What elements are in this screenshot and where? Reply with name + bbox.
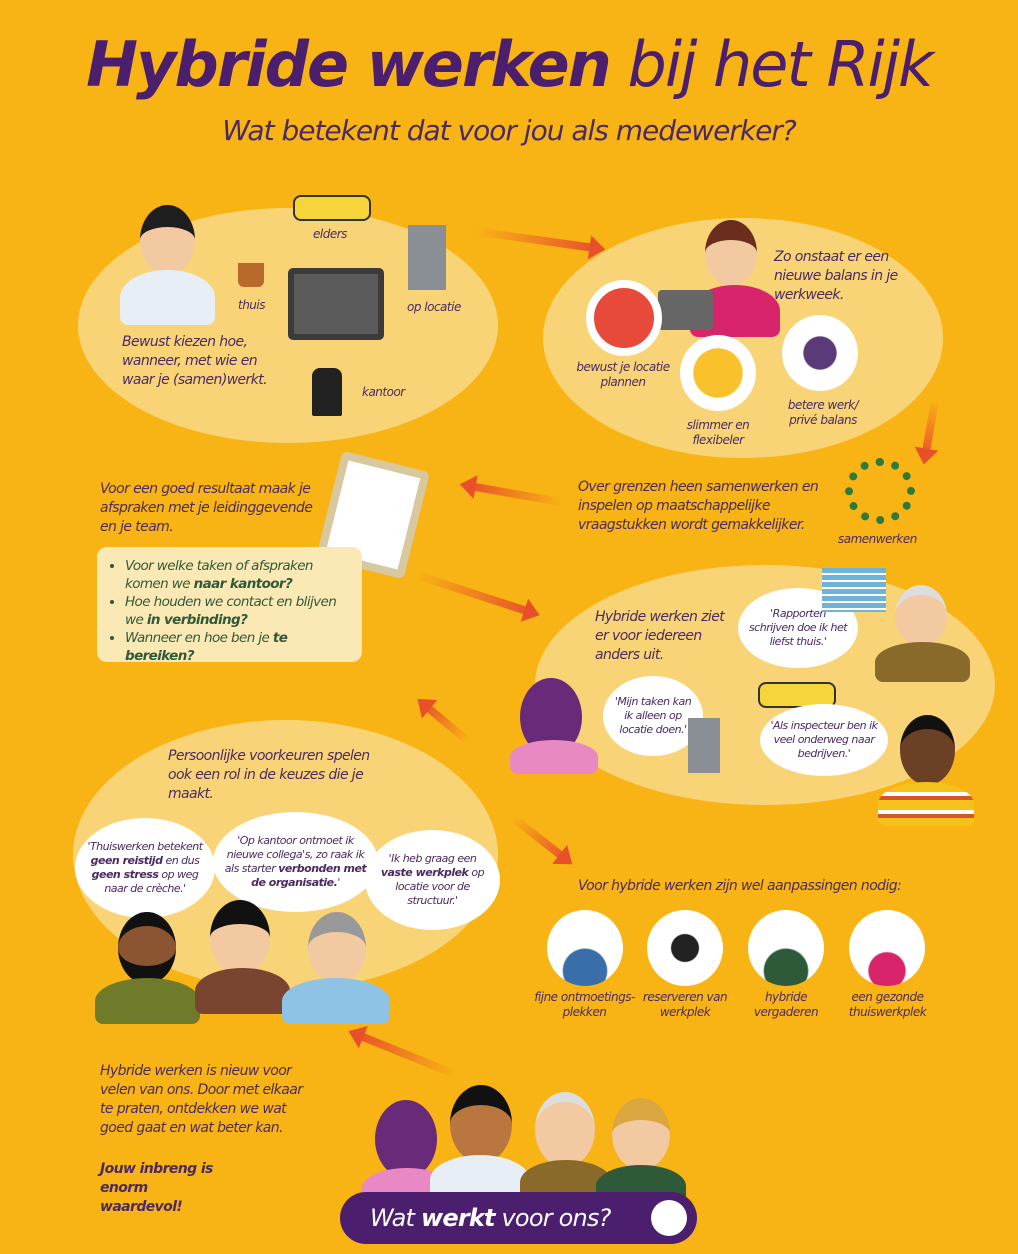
s7-text: Voor hybride werken zijn wel aanpassinge… [578,878,902,894]
quote-bubble: 'Thuiswerken betekent geen reistijd en d… [75,818,215,918]
s1-text: Bewust kiezen hoe, wanneer, met wie en w… [122,334,268,388]
label-slimmer: slimmer en flexibeler [686,418,750,447]
label-op-locatie: op locatie [407,300,461,314]
person-body [878,782,974,826]
s8-bold: Jouw inbreng is enorm waardevol! [100,1161,213,1215]
label-samenwerken: samenwerken [838,532,917,546]
quote-bubble: 'Ik heb graag een vaste werkplek op loca… [365,830,500,930]
person-man-icon [450,1085,512,1163]
balance-scale-icon [782,315,858,391]
person-body [875,642,970,682]
s4-text: Voor een goed resultaat maak je afsprake… [100,481,313,535]
cta-bold: werkt [420,1204,496,1232]
calendar-icon [586,280,662,356]
collaboration-icon [845,458,915,524]
person-body [510,740,598,774]
arrow-6 [509,814,571,864]
office-chair-icon [312,368,342,416]
quote-bubble: 'Op kantoor ontmoet ik nieuwe collega's,… [213,812,378,912]
arrow-7 [352,1029,458,1079]
agreements-box: Voor welke taken of afspraken komen we n… [97,547,362,665]
person-body [120,270,215,325]
item-label: een gezonde thuiswerkplek [848,990,927,1019]
arrow-5 [419,699,471,745]
arrow-2 [920,398,940,460]
laptop-icon [658,290,713,330]
person-woman-icon [705,220,757,286]
person-body [282,978,390,1024]
office-chair-reserve-icon [647,910,723,986]
title-light: bij het Rijk [627,28,933,101]
bullet-item: Wanneer en hoe ben je te bereiken? [125,629,352,665]
label-plannen: bewust je locatie plannen [576,360,670,389]
person-old-man-icon [535,1092,595,1167]
home-workplace-icon [849,910,925,986]
label-kantoor: kantoor [362,385,405,399]
label-thuis: thuis [238,298,266,312]
cta-button[interactable]: Wat werkt voor ons? [340,1192,697,1244]
quote-bubble: 'Mijn taken kan ik alleen op locatie doe… [603,676,703,756]
hybrid-meeting-icon [748,910,824,986]
s2-text: Zo onstaat er een nieuwe balans in je we… [774,249,898,303]
item-label: fijne ontmoetings-plekken [534,990,635,1019]
arrow-3 [465,481,565,507]
s8-text: Hybride werken is nieuw voor velen van o… [100,1063,303,1136]
page-title: Hybride werken bij het Rijk [0,28,1018,101]
person-blonde-woman-icon [612,1098,670,1170]
person-woman-icon [210,900,270,975]
label-balans: betere werk/ privé balans [787,398,859,427]
person-hijab-woman-icon [375,1100,437,1178]
books-icon [822,568,886,612]
laptop-video-call-icon [288,268,384,340]
s3-text: Over grenzen heen samenwerken en inspele… [578,479,819,533]
person-body [95,978,200,1024]
s5-text: Hybride werken ziet er voor iedereen and… [595,609,725,663]
plant-icon [238,263,264,287]
bullet-item: Voor welke taken of afspraken komen we n… [125,557,352,593]
taxi-icon [293,195,371,221]
arrow-1 [475,227,600,253]
label-elders: elders [313,227,347,241]
toggle-circle-icon [651,1200,687,1236]
item-label: reserveren van werkplek [642,990,728,1019]
person-man-icon [140,205,195,275]
subtitle: Wat betekent dat voor jou als medewerker… [222,114,796,147]
item-label: hybride vergaderen [753,990,819,1019]
cta-pre: Wat [370,1204,421,1232]
bullet-item: Hoe houden we contact en blijven we in v… [125,593,352,629]
building-icon [688,718,720,773]
quote-bubble: 'Rapporten schrijven doe ik het liefst t… [738,588,858,668]
cta-post: voor ons? [494,1204,612,1232]
meeting-places-icon [547,910,623,986]
person-body [195,968,290,1014]
arrow-4 [413,570,536,618]
person-older-woman-icon [308,912,366,984]
person-bearded-man-icon [118,912,176,984]
lightbulb-icon [680,335,756,411]
person-inspector-icon [900,715,955,785]
person-old-man-icon [895,585,947,647]
s6-text: Persoonlijke voorkeuren spelen ook een r… [168,748,370,802]
building-icon [408,225,446,290]
quote-bubble: 'Als inspecteur ben ik veel onderweg naa… [760,704,888,776]
title-bold: Hybride werken [86,28,612,101]
